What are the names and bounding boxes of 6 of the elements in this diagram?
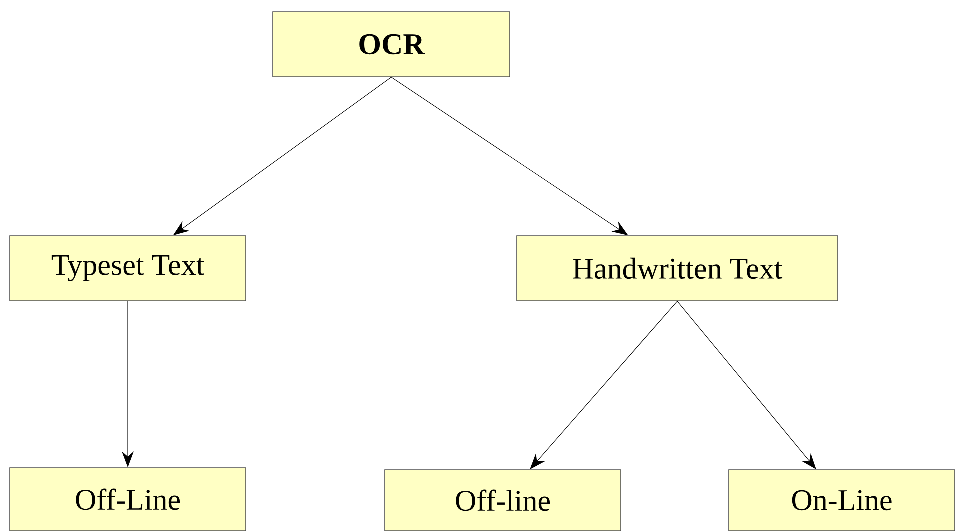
process-box: Off-line (384, 470, 622, 532)
process-box: Handwritten Text (516, 236, 838, 302)
process-box: OCR (272, 12, 510, 78)
process-box: Off-Line (10, 468, 246, 532)
process-box: Typeset Text (10, 236, 246, 302)
process-box: On-Line (728, 470, 956, 532)
